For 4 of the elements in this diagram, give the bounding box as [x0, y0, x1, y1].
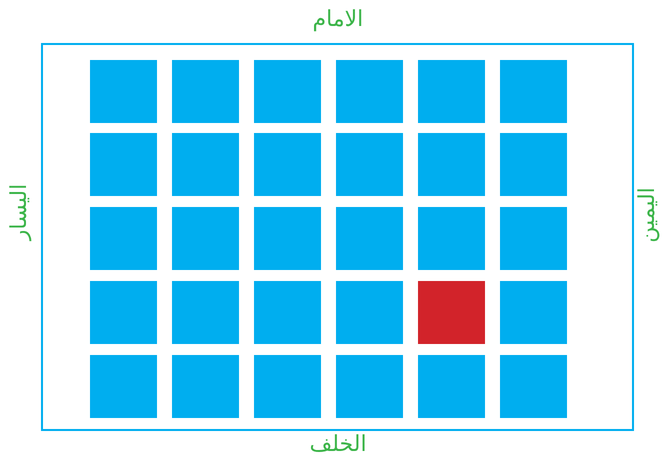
- side-label: اليمين: [636, 187, 659, 243]
- side-label: الخلف: [310, 434, 367, 456]
- side-label: الامام: [312, 9, 364, 31]
- side-label: اليسار: [9, 184, 32, 240]
